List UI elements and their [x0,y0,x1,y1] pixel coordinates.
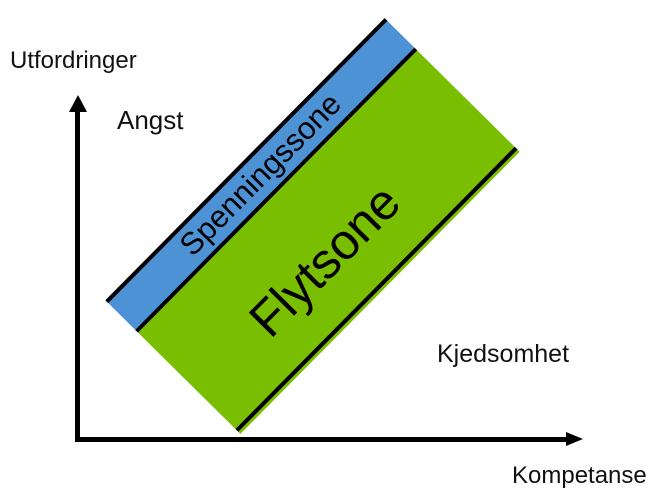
y-axis-line [75,109,80,442]
quadrant-label-boredom: Kjedsomhet [437,340,570,368]
y-axis-label: Utfordringer [10,47,137,74]
quadrant-label-anxiety: Angst [117,105,184,135]
x-axis-line [75,437,567,442]
x-axis-label: Kompetanse [512,462,647,489]
x-axis-arrowhead-icon [566,432,583,446]
diagonal-zone-band: Spenningssone Flytsone [105,18,520,434]
y-axis-arrowhead-icon [69,95,87,112]
